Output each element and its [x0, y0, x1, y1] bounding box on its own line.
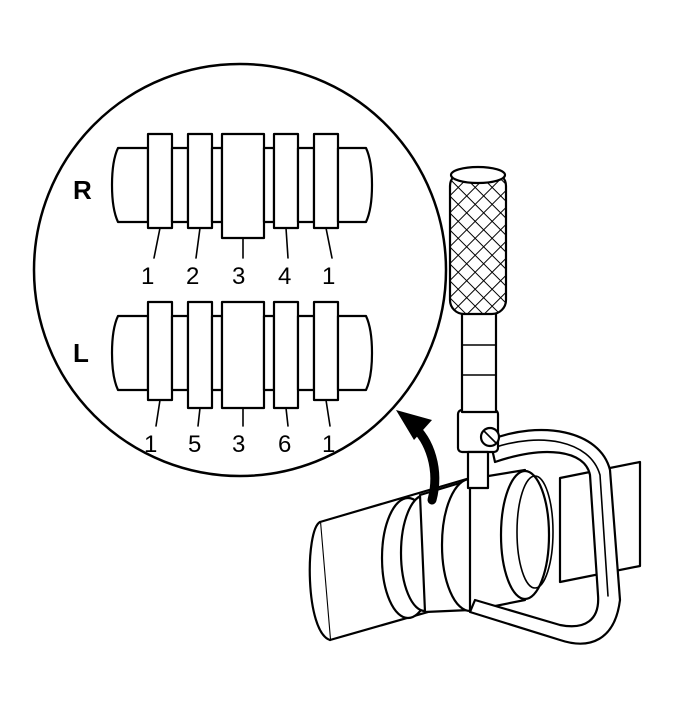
magnify-arrow-head-icon — [396, 410, 432, 440]
spindle — [466, 450, 490, 490]
row-l-journal-5 — [312, 300, 340, 402]
row-r-journal-3 — [220, 132, 266, 240]
row-l-label-1: 1 — [144, 431, 157, 458]
row-l-web — [170, 314, 190, 392]
row-r-left-end — [110, 146, 150, 224]
row-r-journal-1 — [146, 132, 174, 230]
row-letter-r: R — [73, 175, 92, 205]
thimble-knurled-grip — [448, 170, 508, 316]
row-r-label-2: 2 — [186, 263, 199, 290]
row-l-journal-4 — [272, 300, 300, 410]
row-r-journal-4 — [272, 132, 300, 230]
row-r-web — [262, 146, 276, 224]
row-l-label-4: 6 — [278, 431, 291, 458]
row-l-web — [210, 314, 224, 392]
row-r-web — [296, 146, 316, 224]
row-r-label-4: 4 — [278, 263, 291, 290]
row-l-journal-3 — [220, 300, 266, 410]
sleeve — [460, 310, 498, 414]
row-r-web — [170, 146, 190, 224]
shaft-end-curve — [308, 520, 332, 642]
row-r-right-end — [336, 146, 374, 224]
row-r-journal-5 — [312, 132, 340, 230]
row-letter-l: L — [73, 338, 89, 368]
row-l-journal-1 — [146, 300, 174, 402]
row-r-label-1: 1 — [141, 263, 154, 290]
thimble-cap — [449, 165, 507, 185]
micrometer-frame-inner-line — [492, 439, 609, 597]
row-l-crankshaft — [110, 300, 374, 427]
row-l-web — [262, 314, 276, 392]
journal-ring-4 — [499, 469, 551, 601]
row-l-left-end — [110, 314, 150, 392]
row-l-label-3: 3 — [232, 431, 245, 458]
row-r-web — [210, 146, 224, 224]
row-r-crankshaft — [110, 132, 374, 259]
crankshaft-and-micrometer — [308, 165, 642, 645]
row-l-journal-2 — [186, 300, 214, 410]
micrometer-frame — [468, 428, 622, 645]
journal-ring-5 — [516, 475, 554, 589]
row-r-label-5: 1 — [322, 263, 335, 290]
row-r-journal-2 — [186, 132, 214, 230]
row-l-right-end — [336, 314, 374, 392]
row-r-label-3: 3 — [232, 263, 245, 290]
row-l-web — [296, 314, 316, 392]
row-l-label-2: 5 — [188, 431, 201, 458]
row-l-label-5: 1 — [322, 431, 335, 458]
